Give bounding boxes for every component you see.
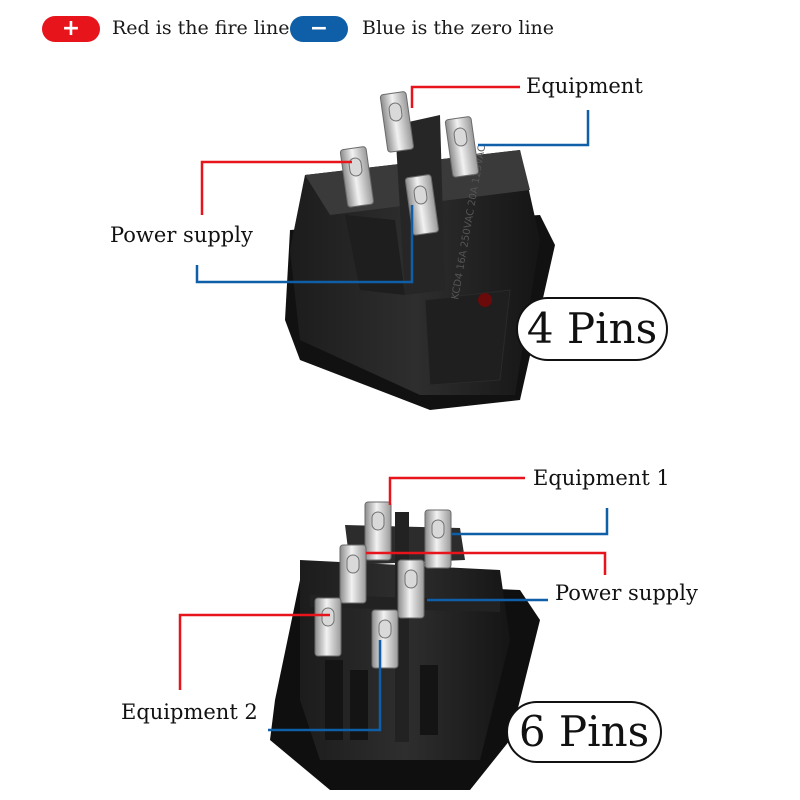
power-red-wire: [366, 551, 607, 575]
indicator-light: [478, 293, 492, 307]
four-pin-switch: KCD4 16A 250VAC 20A 125VAC: [285, 90, 555, 410]
bottom-equipment1-label: Equipment 1: [533, 466, 670, 490]
equipment2-red-wire: [178, 613, 330, 690]
pin-row1-right: [424, 509, 452, 569]
top-equipment-label: Equipment: [526, 74, 643, 98]
pin-row2-left: [339, 544, 367, 604]
bottom-power-supply-label: Power supply: [555, 581, 698, 605]
pin-row1-left: [364, 501, 392, 561]
pin-top-left: [379, 90, 415, 153]
zero-line-legend-badge: −: [290, 16, 348, 42]
equipment2-blue-wire: [268, 640, 382, 732]
power-blue-wire: [195, 205, 414, 284]
power-red-wire: [200, 160, 352, 215]
pin-row3-left: [314, 597, 342, 657]
equipment1-blue-wire: [452, 508, 609, 536]
fire-line-legend-badge: +: [42, 16, 100, 42]
six-pin-switch: [270, 501, 540, 790]
bottom-equipment2-label: Equipment 2: [121, 700, 258, 724]
minus-icon: −: [309, 16, 329, 41]
zero-line-legend-text: Blue is the zero line: [362, 17, 555, 39]
pin-row2-right: [397, 559, 425, 619]
equipment-blue-wire: [478, 110, 590, 147]
equipment1-red-wire: [388, 476, 525, 505]
four-pins-badge: 4 Pins: [516, 297, 668, 361]
plus-icon: +: [61, 16, 81, 41]
pin-row3-right: [371, 609, 399, 669]
fire-line-legend-text: Red is the fire line: [112, 17, 290, 39]
equipment-red-wire: [410, 85, 520, 108]
six-pins-badge: 6 Pins: [506, 701, 662, 763]
top-power-supply-label: Power supply: [110, 223, 253, 247]
